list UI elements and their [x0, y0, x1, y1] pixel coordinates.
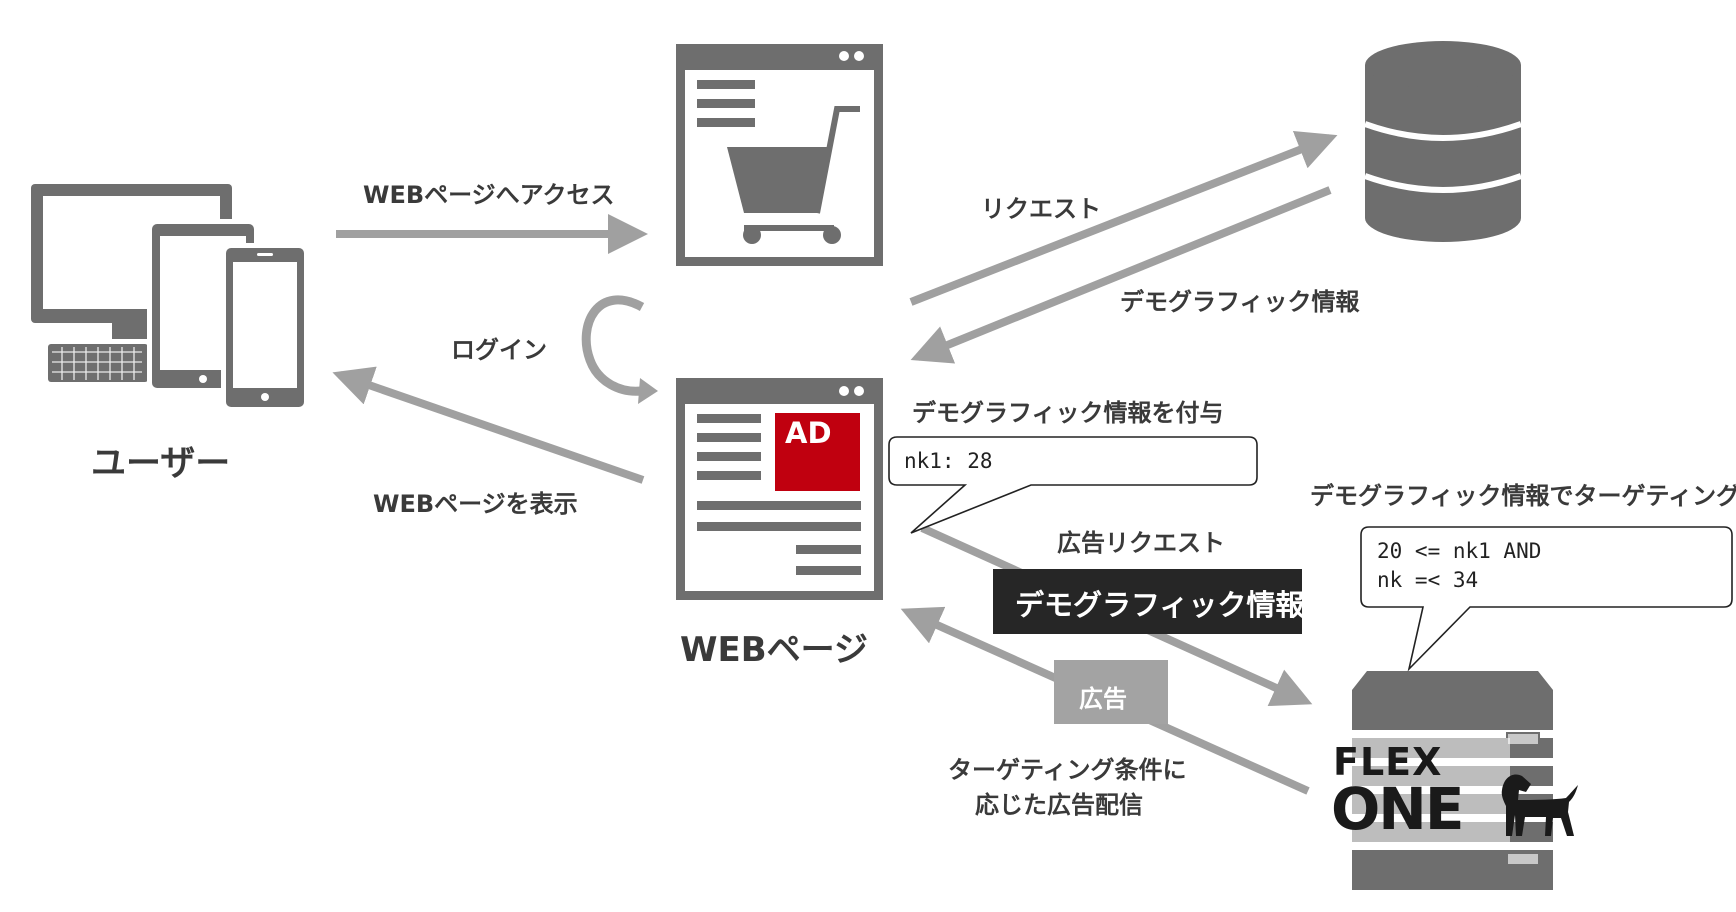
smartphone-icon: [221, 243, 309, 412]
flexone-logo-bottom: ONE: [1331, 775, 1464, 843]
demographic-box: [993, 569, 1302, 634]
nk1-speech-bubble: [888, 436, 1258, 534]
targeted-delivery-label-line1: ターゲティング条件に: [948, 756, 1187, 784]
ad-banner: [775, 413, 860, 491]
web-page-label: WEBページ: [680, 630, 868, 670]
ad-label: AD: [785, 416, 832, 450]
login-label: ログイン: [451, 336, 547, 364]
condition-speech-bubble: [1360, 526, 1733, 672]
dog-silhouette-icon: [1501, 774, 1578, 836]
access-arrow-label: WEBページへアクセス: [363, 181, 615, 209]
logo-backdrop: [1330, 738, 1510, 848]
targeted-delivery-label-line2: 応じた広告配信: [975, 791, 1143, 819]
arrow-demographic: [910, 186, 1332, 364]
request-label: リクエスト: [981, 195, 1101, 223]
nk1-bubble-text: nk1: 28: [904, 449, 993, 473]
arrow-request: [909, 131, 1338, 306]
database-icon: [1363, 41, 1523, 242]
display-arrow-label: WEBページを表示: [373, 490, 578, 518]
keyboard-icon: [48, 344, 148, 382]
shopping-cart-icon: [727, 106, 860, 244]
ad-box: [1054, 660, 1168, 724]
condition-bubble-line1: 20 <= nk1 AND: [1377, 539, 1542, 563]
flexone-logo-top: FLEX: [1333, 740, 1443, 784]
targeting-label: デモグラフィック情報でターゲティング: [1310, 482, 1736, 510]
refresh-loop-icon: [581, 295, 658, 404]
ad-request-label: 広告リクエスト: [1057, 529, 1225, 557]
ad-box-label: 広告: [1079, 685, 1127, 713]
demographic-box-label: デモグラフィック情報: [1015, 588, 1305, 622]
arrow-display: [332, 366, 645, 484]
demographic-label: デモグラフィック情報: [1120, 288, 1360, 316]
condition-bubble-line2: nk =< 34: [1377, 568, 1479, 592]
user-label: ユーザー: [91, 444, 231, 484]
attach-demographic-label: デモグラフィック情報を付与: [912, 399, 1224, 427]
